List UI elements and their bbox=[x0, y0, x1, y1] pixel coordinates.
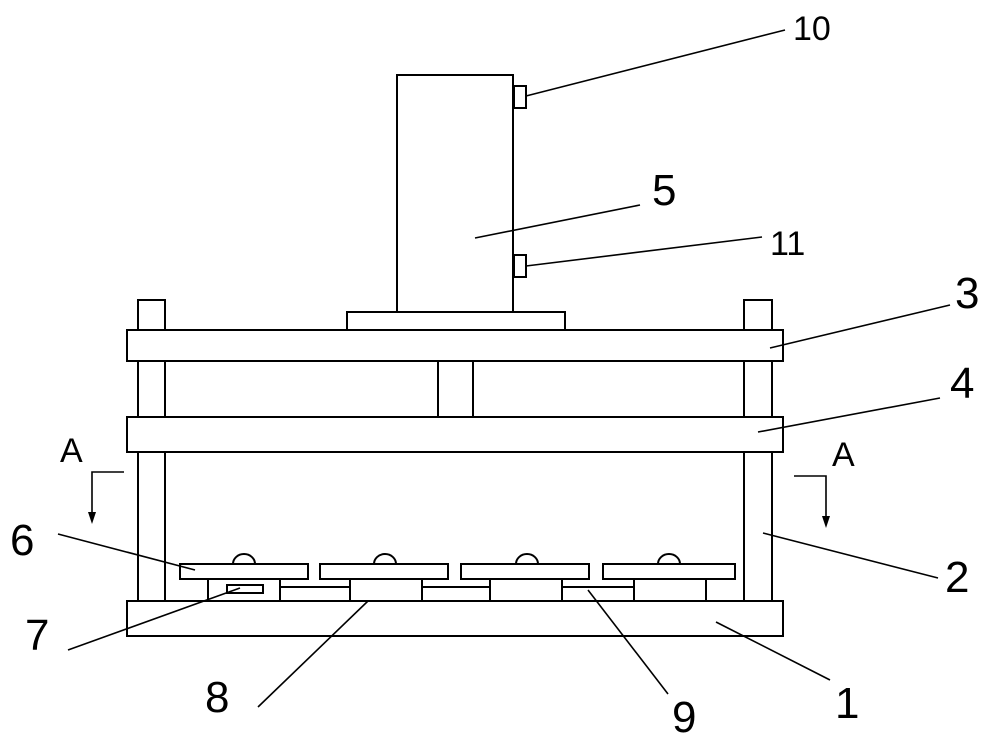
connector-strip-2 bbox=[421, 586, 491, 602]
leader-4 bbox=[757, 397, 941, 433]
leader-5 bbox=[474, 204, 641, 239]
section-label-left: A bbox=[60, 432, 83, 470]
cylinder-mount bbox=[346, 311, 566, 331]
dome-1 bbox=[231, 553, 257, 565]
tray-2 bbox=[319, 563, 449, 580]
label-3: 3 bbox=[955, 269, 979, 318]
leader-8 bbox=[257, 600, 369, 708]
support-block-4 bbox=[633, 578, 707, 602]
small-insert bbox=[226, 584, 264, 594]
label-10: 10 bbox=[793, 10, 831, 48]
leader-1 bbox=[715, 621, 831, 681]
upper-sensor bbox=[513, 85, 527, 109]
lower-sensor bbox=[513, 254, 527, 278]
leader-7 bbox=[67, 587, 241, 651]
leader-3 bbox=[769, 304, 951, 349]
tray-1 bbox=[179, 563, 309, 580]
dome-4 bbox=[656, 553, 682, 565]
section-label-right: A bbox=[832, 436, 855, 474]
label-8: 8 bbox=[205, 673, 229, 722]
dome-2 bbox=[372, 553, 398, 565]
leader-6 bbox=[57, 533, 196, 571]
tray-3 bbox=[460, 563, 590, 580]
top-plate bbox=[126, 329, 784, 362]
leader-11 bbox=[525, 236, 763, 267]
label-7: 7 bbox=[25, 611, 49, 660]
leader-9 bbox=[587, 589, 669, 695]
leader-10 bbox=[525, 29, 786, 97]
section-mark-left bbox=[88, 471, 124, 524]
dome-3 bbox=[514, 553, 540, 565]
support-block-2 bbox=[349, 578, 423, 602]
tray-4 bbox=[602, 563, 736, 580]
connector-strip-3 bbox=[561, 586, 635, 602]
label-9: 9 bbox=[672, 693, 696, 742]
cylinder-body bbox=[396, 74, 514, 313]
support-block-3 bbox=[489, 578, 563, 602]
leader-2 bbox=[762, 532, 939, 579]
label-4: 4 bbox=[950, 359, 974, 408]
base-plate bbox=[126, 600, 784, 637]
moving-plate bbox=[126, 416, 784, 453]
label-5: 5 bbox=[652, 166, 676, 215]
section-mark-right bbox=[794, 475, 830, 528]
label-11: 11 bbox=[770, 225, 805, 263]
piston-rod bbox=[437, 359, 474, 418]
connector-strip-1 bbox=[279, 586, 351, 602]
label-2: 2 bbox=[945, 553, 969, 602]
label-6: 6 bbox=[10, 516, 34, 565]
label-1: 1 bbox=[835, 679, 859, 728]
